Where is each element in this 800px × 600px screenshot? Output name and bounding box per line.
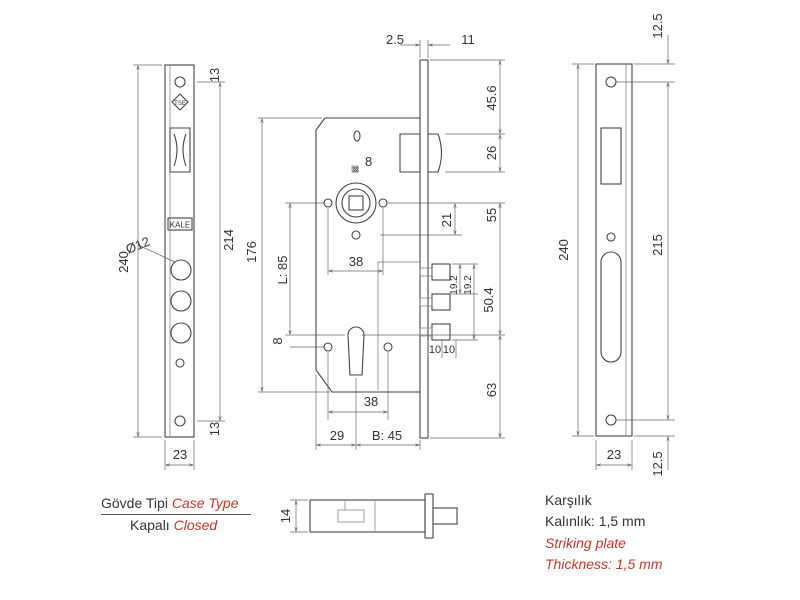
strike-bolt-opening — [600, 251, 622, 363]
dim-spindle-cyl: 55 — [484, 208, 499, 222]
deadbolt-1 — [431, 263, 451, 281]
dim-cyl-offset: 8 — [270, 337, 285, 344]
dim-bolt-total: 50.4 — [481, 287, 496, 312]
lock-case-outline — [315, 117, 420, 393]
svg-text:KALE: KALE — [170, 221, 190, 230]
dim-front-height: 240 — [116, 251, 131, 273]
caption-striking-en: Striking plate — [545, 535, 626, 551]
dim-backset-left: 29 — [330, 428, 344, 443]
front-plate-outline — [164, 64, 195, 438]
dim-cyl-bottom: 63 — [484, 383, 499, 397]
latch-bolt — [399, 133, 443, 173]
caption-striking-tr: Karşılık — [545, 492, 592, 508]
dim-strike-top: 12.5 — [650, 13, 665, 38]
strike-plate-outline — [595, 63, 633, 437]
side-view-drawing: 14 — [278, 493, 458, 539]
lock-body-drawing: 2.5 11 45.6 26 55 63 21 8 ⊠ 38 176 — [244, 32, 505, 450]
front-screw-hole-bottom — [174, 415, 186, 427]
tse-logo: TSE — [171, 93, 189, 111]
dim-backset: B: 45 — [372, 428, 402, 443]
cylinder-hole — [347, 326, 365, 376]
dim-top-left: 2.5 — [386, 32, 404, 47]
caption-closed-en: Closed — [173, 517, 218, 533]
bolt-hole-1 — [170, 259, 192, 281]
bolt-hole-2 — [170, 290, 192, 312]
dim-bolt-width-b: 10 — [443, 344, 455, 356]
deadbolt-2 — [431, 293, 451, 311]
deadbolt-3 — [431, 323, 451, 341]
dim-strike-width: 23 — [607, 447, 621, 462]
dim-bolt-spacing-a: 19.2 — [449, 275, 460, 295]
dim-body-height: 176 — [244, 241, 259, 263]
dim-strike-bottom: 12.5 — [650, 451, 665, 476]
svg-text:TSE: TSE — [174, 101, 186, 107]
caption-case-type-tr: Gövde Tipi — [101, 495, 168, 511]
dim-spindle-square: 8 — [365, 154, 372, 169]
dim-cyl-hole-spacing: 38 — [364, 394, 378, 409]
dim-bolt-spacing-b: 19.2 — [463, 275, 474, 295]
dim-hole-spacing: 38 — [349, 254, 363, 269]
front-screw-hole-mid — [175, 358, 185, 368]
top-slot — [353, 130, 361, 142]
side-view-body — [309, 499, 426, 533]
spindle-square — [348, 195, 364, 211]
dim-latch-top: 45.6 — [484, 85, 499, 110]
lock-faceplate — [419, 59, 429, 439]
dim-latch-height: 26 — [484, 146, 499, 160]
caption-divider — [101, 514, 251, 515]
strike-latch-opening — [600, 127, 622, 185]
dim-spindle-hole: 21 — [439, 213, 454, 227]
front-screw-hole-top — [174, 76, 186, 88]
dim-side-thickness: 14 — [278, 509, 293, 523]
caption-thickness-tr: Kalınlık: 1,5 mm — [545, 513, 646, 529]
caption-case-type: Gövde Tipi Case Type — [101, 495, 239, 511]
kale-logo: KALE — [167, 217, 193, 231]
dim-front-inner: 214 — [221, 229, 236, 251]
dim-center-distance: L: 85 — [275, 256, 290, 285]
dim-front-top: 13 — [207, 68, 222, 82]
bolt-hole-3 — [170, 322, 192, 344]
dim-strike-inner: 215 — [650, 234, 665, 256]
strike-screw-bottom — [605, 414, 617, 426]
dim-strike-height: 240 — [556, 239, 571, 261]
strike-screw-mid — [606, 232, 616, 242]
strike-screw-top — [605, 76, 617, 88]
caption-closed: Kapalı Closed — [130, 517, 217, 533]
dim-top-right: 11 — [461, 32, 475, 47]
dim-front-width: 23 — [173, 447, 187, 462]
spindle-hub — [335, 182, 377, 224]
caption-case-type-en: Case Type — [171, 495, 239, 511]
front-plate-drawing: TSE KALE 240 214 13 13 Ø12 23 — [116, 64, 236, 470]
strike-plate-drawing: 240 215 12.5 12.5 23 — [556, 13, 675, 477]
svg-text:⊠: ⊠ — [352, 165, 359, 174]
latch-opening — [169, 127, 191, 173]
caption-closed-tr: Kapalı — [130, 517, 170, 533]
dim-front-bottom: 13 — [207, 422, 222, 436]
caption-thickness-en: Thickness: 1,5 mm — [545, 556, 663, 572]
dim-bolt-width-a: 10 — [429, 344, 441, 356]
